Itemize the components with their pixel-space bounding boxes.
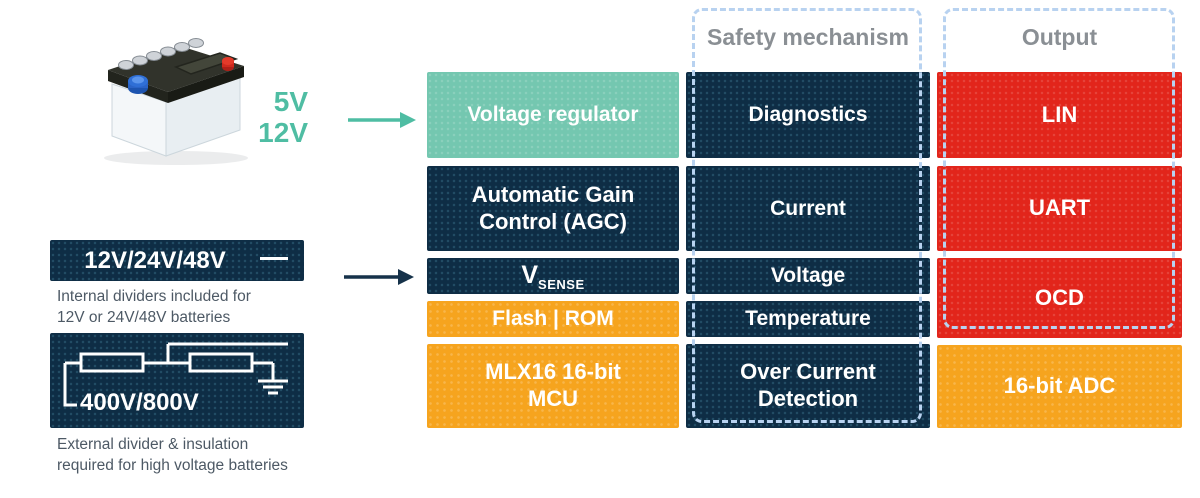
voltage-block: Voltage [686, 258, 930, 294]
caption-line: 12V or 24V/48V batteries [57, 309, 231, 326]
voltage-regulator-block: Voltage regulator [427, 72, 679, 158]
over-current-detection-label: Over Current Detection [740, 359, 876, 411]
internal-divider-block: 12V/24V/48V [50, 240, 304, 281]
battery-input-right-arrow-icon [344, 269, 414, 285]
adc-label: 16-bit ADC [1003, 373, 1116, 399]
adc-block: 16-bit ADC [937, 345, 1182, 428]
lin-block: LIN [937, 72, 1182, 158]
caption-line: External divider & insulation [57, 436, 249, 453]
external-divider-label: 400V/800V [80, 389, 199, 416]
safety-column-header: Safety mechanism [707, 24, 909, 50]
mcu-block: MLX16 16-bit MCU [427, 344, 679, 428]
temperature-block: Temperature [686, 301, 930, 337]
diagnostics-block: Diagnostics [686, 72, 930, 158]
ocd-label: OCD [1035, 284, 1084, 310]
caption-line: required for high voltage batteries [57, 457, 288, 474]
wire-stub [260, 257, 288, 260]
voltage-label: Voltage [770, 264, 846, 288]
over-current-detection-block: Over Current Detection [686, 344, 930, 428]
battery-image [104, 38, 248, 165]
flash-rom-block: Flash | ROM [427, 301, 679, 337]
flash-rom-label: Flash | ROM [492, 307, 614, 331]
temperature-label: Temperature [745, 307, 871, 331]
mcu-label: MLX16 16-bit MCU [485, 359, 621, 411]
output-column-header: Output [1021, 24, 1098, 50]
voltage-divider-schematic-icon [63, 342, 288, 407]
current-block: Current [686, 166, 930, 251]
supply-12v-label: 12V [258, 117, 308, 148]
ocd-block: OCD [937, 258, 1182, 338]
diagnostics-label: Diagnostics [748, 103, 868, 127]
vsense-subscript-text: SENSE [538, 276, 585, 292]
internal-divider-caption: Internal dividers included for 12V or 24… [57, 286, 251, 328]
supply-5v-label: 5V [273, 86, 308, 117]
vsense-block: VSENSE [427, 258, 679, 294]
internal-divider-label: 12V/24V/48V [84, 246, 226, 274]
caption-line: Internal dividers included for [57, 288, 251, 305]
external-divider-caption: External divider & insulation required f… [57, 434, 288, 476]
external-divider-block: 400V/800V [50, 333, 304, 428]
uart-label: UART [1028, 195, 1091, 221]
vsense-main-text: V [521, 260, 539, 289]
supply-right-arrow-icon [348, 112, 416, 128]
current-label: Current [770, 196, 846, 220]
uart-block: UART [937, 166, 1182, 251]
low-voltage-supply-label: 5V 12V [228, 86, 308, 148]
voltage-regulator-label: Voltage regulator [467, 103, 639, 127]
lin-label: LIN [1041, 101, 1078, 127]
agc-label: Automatic Gain Control (AGC) [471, 181, 635, 234]
agc-block: Automatic Gain Control (AGC) [427, 166, 679, 251]
vsense-label: VSENSE [521, 260, 584, 293]
